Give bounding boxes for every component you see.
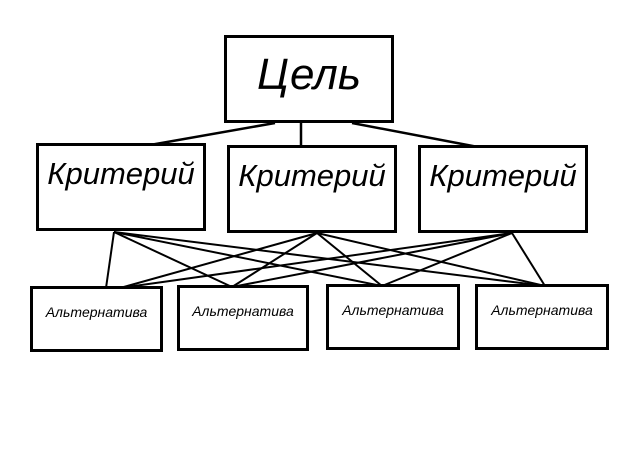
edge-criterion-1-alt-2 xyxy=(113,231,233,288)
criterion-node-2: Критерий xyxy=(227,145,397,233)
goal-label: Цель xyxy=(257,50,361,99)
edge-goal-criterion-1 xyxy=(149,121,276,147)
alternative-node-3: Альтернатива xyxy=(326,284,460,350)
edge-criterion-1-alt-1 xyxy=(105,231,115,289)
edge-criterion-2-alt-2 xyxy=(231,232,318,288)
criterion-label: Критерий xyxy=(238,158,386,193)
edge-goal-criterion-3 xyxy=(351,121,479,149)
edge-criterion-2-alt-1 xyxy=(119,232,318,289)
alternative-node-4: Альтернатива xyxy=(475,284,609,350)
alternative-node-2: Альтернатива xyxy=(177,285,309,351)
edge-criterion-3-alt-1 xyxy=(119,232,513,289)
edge-criterion-1-alt-3 xyxy=(113,231,383,287)
alternative-node-1: Альтернатива xyxy=(30,286,163,352)
alternative-label: Альтернатива xyxy=(342,302,444,318)
alternative-label: Альтернатива xyxy=(45,304,148,320)
criterion-label: Критерий xyxy=(47,156,195,191)
alternative-label: Альтернатива xyxy=(192,303,294,319)
goal-node: Цель xyxy=(224,35,394,123)
criterion-node-1: Критерий xyxy=(36,143,206,231)
edge-criterion-3-alt-2 xyxy=(231,232,513,288)
edge-criterion-2-alt-4 xyxy=(316,232,546,287)
criterion-node-3: Критерий xyxy=(418,145,588,233)
edge-criterion-2-alt-3 xyxy=(316,232,383,287)
edge-criterion-3-alt-4 xyxy=(511,232,546,287)
criterion-label: Критерий xyxy=(429,158,577,193)
alternative-label: Альтернатива xyxy=(491,302,593,318)
edge-criterion-3-alt-3 xyxy=(381,232,513,287)
